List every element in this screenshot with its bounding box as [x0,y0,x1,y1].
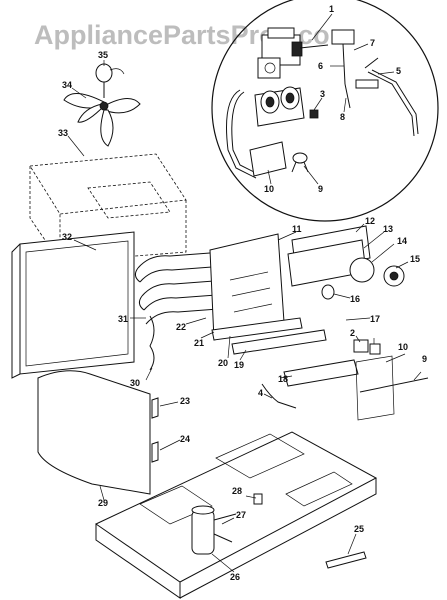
callout-24: 24 [180,434,190,444]
callout-15: 15 [410,254,420,264]
rear-grille [37,370,151,495]
compressor-mount [253,493,263,505]
callout-13: 13 [383,224,393,234]
callout-27: 27 [236,510,246,520]
callout-34: 34 [62,80,72,90]
fan-motor [95,63,125,98]
callout-14: 14 [397,236,407,246]
base-pan [94,431,378,599]
callout-7: 7 [370,38,375,48]
fan-blade [63,93,141,147]
callout-17: 17 [370,314,380,324]
callout-11: 11 [292,224,302,234]
callout-30: 30 [130,378,140,388]
callout-22: 22 [176,322,186,332]
callout-26: 26 [230,572,240,582]
callout-29: 29 [98,498,108,508]
clip-upper [151,397,159,419]
callout-10a: 10 [264,184,274,194]
thermostat-switch [291,152,309,173]
leader-lines [67,13,422,573]
terminal-strip-lower [283,359,359,387]
gas-valve [257,27,329,79]
callout-9a: 9 [318,184,323,194]
callout-12: 12 [365,216,375,226]
pilot-tube [355,69,419,137]
defrost-thermostat [355,355,395,421]
sensor-bracket [359,377,429,393]
callout-23: 23 [180,396,190,406]
callout-19: 19 [234,360,244,370]
callout-8: 8 [340,112,345,122]
callout-10b: 10 [398,342,408,352]
callout-5: 5 [396,66,401,76]
watermark-text: AppliancePartsPros.com [34,20,354,50]
callout-9b: 9 [422,354,427,364]
blower-housing [287,225,405,287]
condenser-coil [11,231,135,379]
callout-2: 2 [350,328,355,338]
relay [353,339,381,355]
callout-28: 28 [232,486,242,496]
capillary-tube [149,315,155,371]
callout-16: 16 [350,294,360,304]
clip-lower [151,441,159,463]
heat-exchanger [134,249,259,325]
detail-circle [211,0,439,222]
control-panel [209,233,285,341]
mounting-bracket [249,141,287,177]
burner-manifold [226,86,305,179]
callout-25: 25 [354,524,364,534]
callout-4: 4 [258,388,263,398]
callout-3: 3 [320,89,325,99]
terminal-strip-upper [211,317,303,341]
terminal-strip-middle [231,329,327,355]
callout-33: 33 [58,128,68,138]
callout-20: 20 [218,358,228,368]
callout-32: 32 [62,232,72,242]
callout-35: 35 [98,50,108,60]
capacitor [321,284,335,300]
callout-labels: 1 2 3 4 5 6 7 8 9 9 10 10 11 12 13 14 15… [58,4,427,582]
callout-6: 6 [318,61,323,71]
side-rail [325,551,367,569]
callout-1: 1 [329,4,334,14]
callout-21: 21 [194,338,204,348]
orifice [309,109,319,119]
callout-31: 31 [118,314,128,324]
callout-18: 18 [278,374,288,384]
wire-harness [261,383,297,409]
igniter-assembly [331,29,379,109]
compressor [191,505,237,555]
